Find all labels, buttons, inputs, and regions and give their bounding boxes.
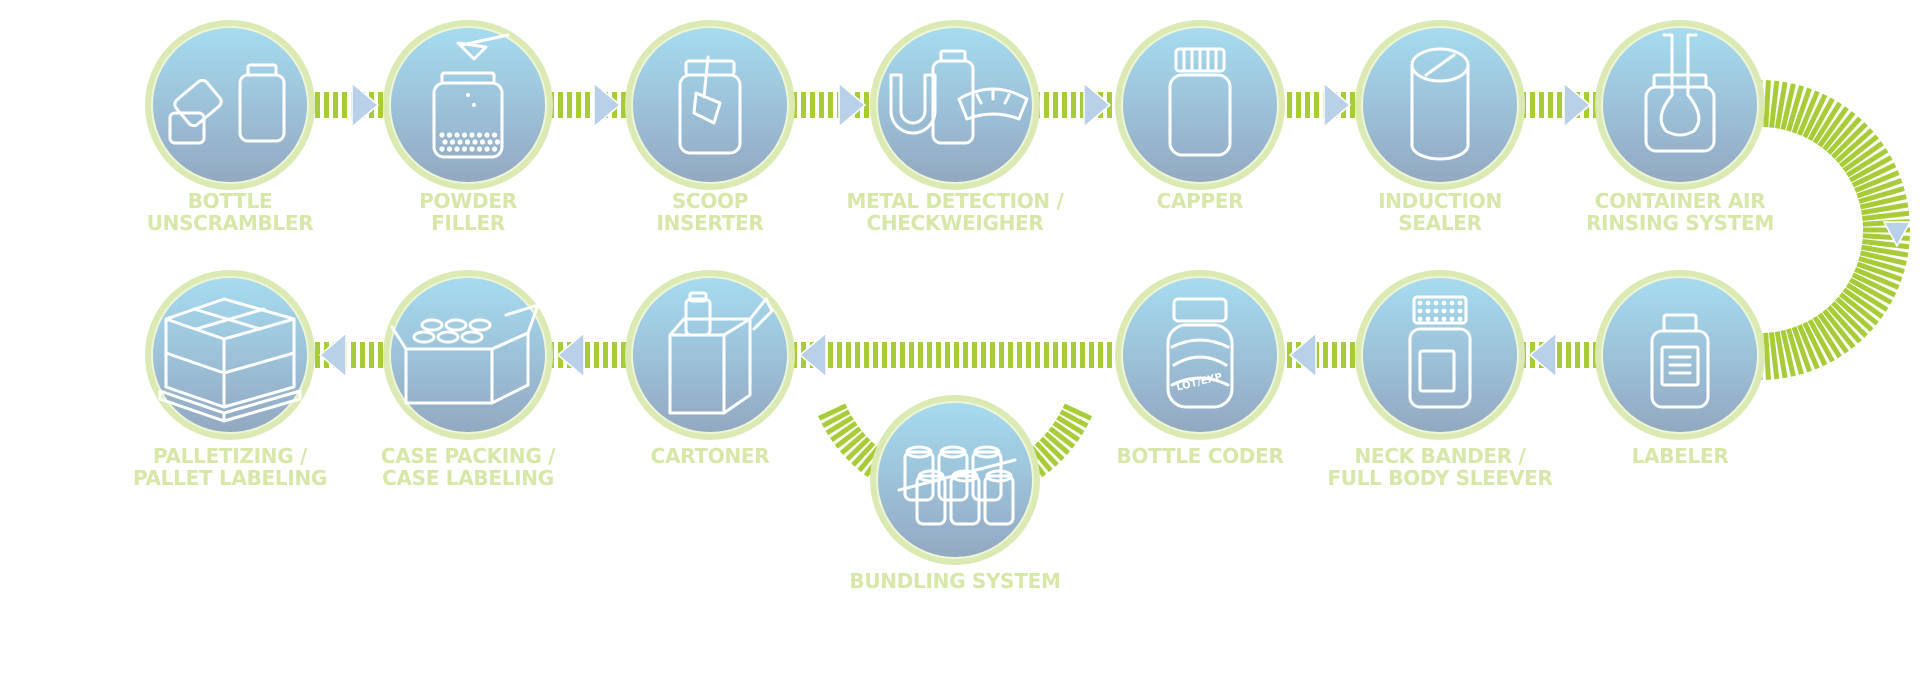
step-circle <box>1121 276 1279 434</box>
connector-scoop-inserter <box>788 81 877 129</box>
step-circle <box>1601 276 1759 434</box>
step-bundling-system: BUNDLING SYSTEM <box>849 395 1061 593</box>
capped-jar-icon <box>1168 47 1232 157</box>
step-label: BUNDLING SYSTEM <box>849 569 1060 593</box>
connector-labeler <box>1518 331 1602 379</box>
pallet-boxes-icon <box>158 297 302 423</box>
arrow-head-icon <box>1083 81 1112 129</box>
jar-scoop-icon <box>678 55 742 155</box>
arrow-head-icon <box>351 81 380 129</box>
step-label: LABELER <box>1632 444 1729 468</box>
step-cartoner: CARTONER <box>625 270 795 468</box>
connector-neck-bander <box>1278 331 1362 379</box>
step-label: NECK BANDER / <box>1354 444 1526 468</box>
step-label: INDUCTION <box>1378 189 1502 213</box>
step-label: RINSING SYSTEM <box>1586 211 1774 235</box>
step-label: SEALER <box>1398 211 1482 235</box>
step-label: INSERTER <box>656 211 763 235</box>
step-circle <box>1361 26 1519 184</box>
step-capper: CAPPER <box>1115 20 1285 213</box>
arrow-head-icon <box>556 331 585 379</box>
connector-capper <box>1278 81 1362 129</box>
step-label: CHECKWEIGHER <box>866 211 1043 235</box>
arrow-head-icon <box>1528 331 1557 379</box>
step-neck-bander-full-body-sleever: NECK BANDER /FULL BODY SLEEVER <box>1327 270 1553 490</box>
step-label: BOTTLE CODER <box>1116 444 1283 468</box>
step-circle <box>389 26 547 184</box>
magnet-scale-icon <box>889 49 1029 145</box>
arrow-head-icon <box>838 81 867 129</box>
sealed-canister-icon <box>1410 47 1470 161</box>
arrow-head-icon <box>1563 81 1592 129</box>
arrow-head-icon <box>593 81 622 129</box>
step-label: BOTTLE <box>188 189 273 213</box>
step-label: PALLET LABELING <box>133 466 327 490</box>
step-label: CARTONER <box>651 444 770 468</box>
step-label: CASE PACKING / <box>381 444 556 468</box>
connector-metal-detection-checkweigher <box>1033 81 1122 129</box>
bottles-tipped-icon <box>168 63 286 145</box>
powder-jar-icon <box>432 33 510 159</box>
labeled-bottle-icon <box>1650 313 1710 409</box>
connector-uturn <box>1757 80 1910 380</box>
carton-box-icon <box>668 291 774 415</box>
step-label: FILLER <box>431 211 505 235</box>
step-label: METAL DETECTION / <box>846 189 1064 213</box>
step-circle <box>631 26 789 184</box>
connector-bottle-coder <box>788 331 1122 379</box>
connector-uturn-arrow <box>1882 221 1912 248</box>
step-label: FULL BODY SLEEVER <box>1327 466 1552 490</box>
connector-powder-filler <box>546 81 632 129</box>
step-label: SCOOP <box>672 189 748 213</box>
step-label: PALLETIZING / <box>153 444 308 468</box>
step-circle <box>1361 276 1519 434</box>
step-circle <box>389 276 547 434</box>
step-palletizing-pallet-labeling: PALLETIZING /PALLET LABELING <box>133 270 327 490</box>
open-case-icon <box>390 303 540 405</box>
step-label: CONTAINER AIR <box>1595 189 1766 213</box>
step-label: CAPPER <box>1157 189 1244 213</box>
step-label: POWDER <box>419 189 517 213</box>
step-circle <box>1121 26 1279 184</box>
connector-bottle-unscrambler <box>308 81 390 129</box>
connector-cartoner <box>546 331 632 379</box>
connector-case-packing <box>308 331 390 379</box>
arrow-head-icon <box>1882 221 1912 248</box>
arrow-head-icon <box>1323 81 1352 129</box>
connector-induction-sealer <box>1518 81 1602 129</box>
air-nozzle-icon <box>1644 33 1716 153</box>
step-case-packing-case-labeling: CASE PACKING /CASE LABELING <box>381 270 556 490</box>
step-metal-detection-checkweigher: METAL DETECTION /CHECKWEIGHER <box>846 20 1065 235</box>
step-labeler: LABELER <box>1595 270 1765 468</box>
arrow-head-icon <box>318 331 347 379</box>
arrow-head-icon <box>1288 331 1317 379</box>
bundle-pack-icon <box>897 445 1017 526</box>
step-label: CASE LABELING <box>382 466 554 490</box>
sleeved-bottle-icon <box>1408 295 1472 409</box>
step-label: UNSCRAMBLER <box>147 211 314 235</box>
arrow-head-icon <box>798 331 827 379</box>
step-circle <box>876 26 1034 184</box>
step-circle <box>1601 26 1759 184</box>
